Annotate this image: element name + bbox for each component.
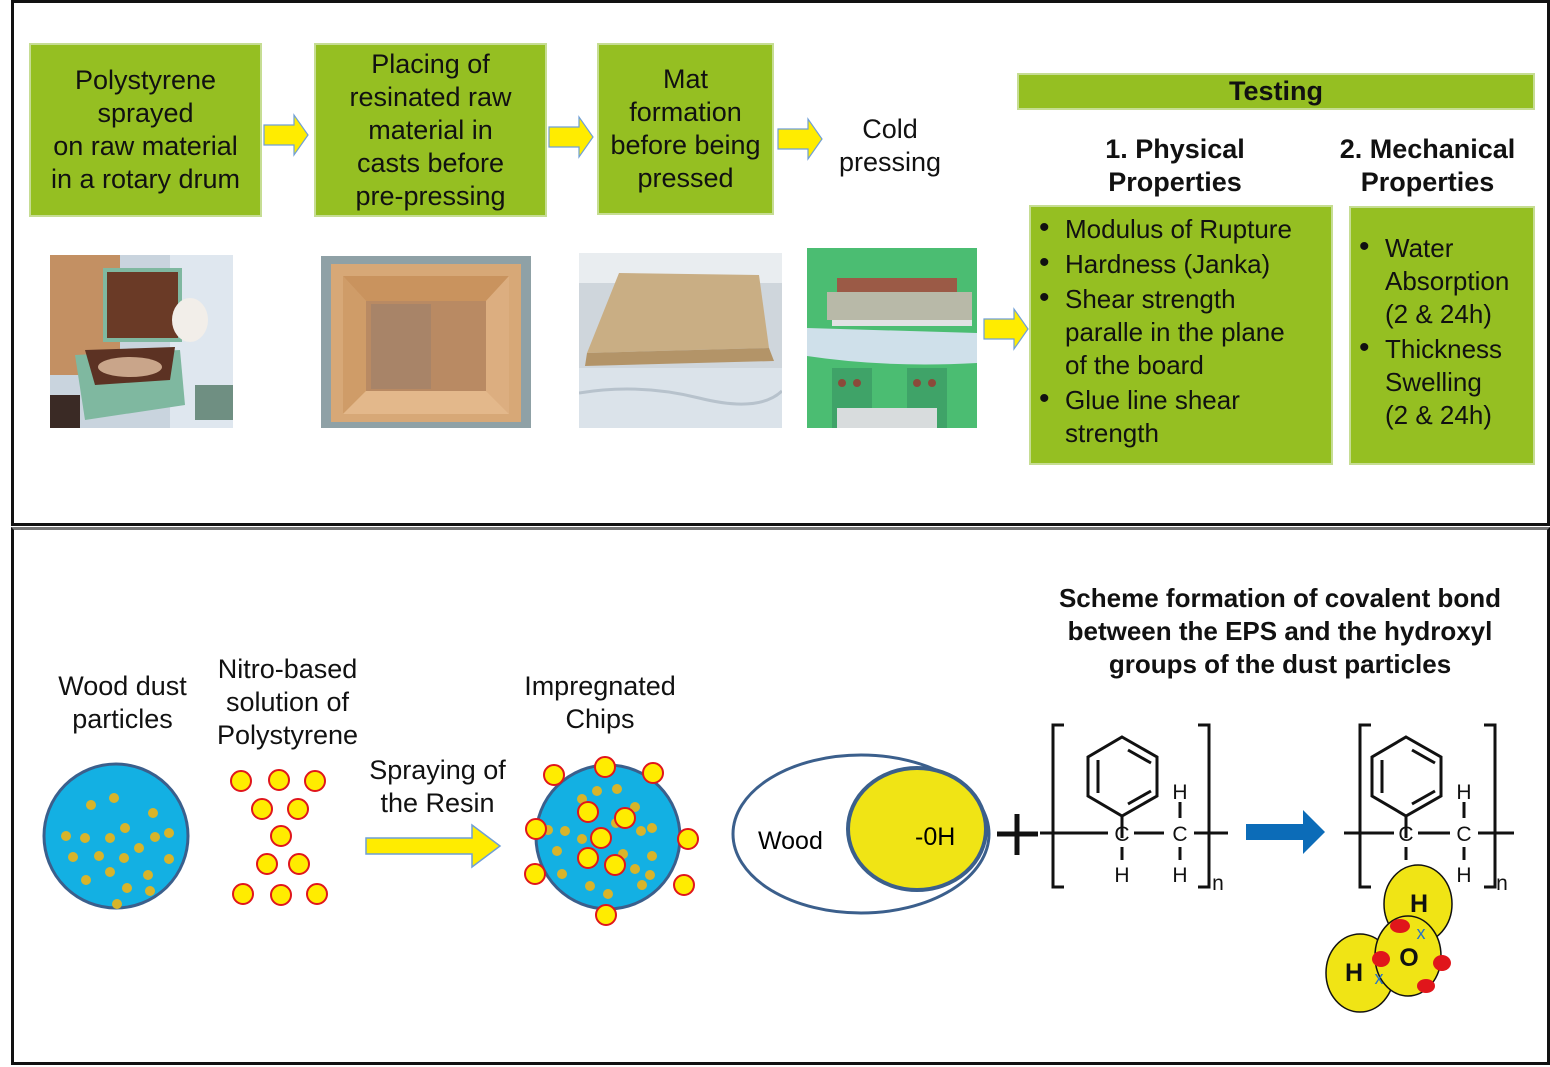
mechanical-properties-box: Water Absorption (2 & 24h) Thickness Swe… [1349,206,1535,465]
product-repeat-unit [1344,723,1514,889]
water-molecule [1325,864,1453,1013]
water-hydrogen-1: H [1410,890,1428,918]
polystyrene-droplets [230,769,328,906]
mechanical-item: Thickness Swelling (2 & 24h) [1351,331,1533,432]
water-hydrogen-2: H [1345,959,1363,987]
hydroxyl-label: -0H [915,823,955,851]
reaction-scheme-title: Scheme formation of covalent bond betwee… [1058,583,1502,679]
step-box-spraying: Polystyrene sprayed on raw material in a… [29,43,262,217]
product-hydrogen-bottom: H [1456,864,1471,887]
carbon-1: C [1114,823,1129,846]
spraying-arrow [365,823,502,869]
step-label-placing: Placing of resinated raw material in cas… [349,48,512,211]
flow-arrow-3 [777,117,823,161]
step-box-placing: Placing of resinated raw material in cas… [314,43,547,217]
testing-header: Testing [1017,73,1535,110]
product-hydrogen-top: H [1456,781,1471,804]
impregnated-chips-label: Impregnated Chips [524,671,676,734]
photo-wooden-cast [321,256,531,428]
testing-title: Testing [1229,76,1323,106]
step-label-spraying: Polystyrene sprayed on raw material in a… [50,65,241,194]
mechanical-properties-heading: 2. Mechanical Properties [1339,134,1516,197]
step-label-cold-pressing: Cold pressing [838,114,942,177]
flow-arrow-1 [263,113,309,157]
product-carbon-2: C [1456,823,1471,846]
repeat-subscript: n [1212,872,1224,895]
hydrogen-bottom-1: H [1114,864,1129,887]
flow-arrow-to-testing [983,307,1029,351]
bond-marker-1: x [1417,923,1426,943]
flow-arrow-2 [548,115,594,159]
reaction-arrow [1246,810,1325,854]
photo-rotary-drum-mixer [50,255,233,428]
dust-specks [61,793,174,909]
wood-dust-label: Wood dust particles [58,671,187,734]
hydrogen-bottom-2: H [1172,864,1187,887]
photo-cold-press [807,248,977,428]
physical-item: Shear strength paralle in the plane of t… [1031,281,1331,382]
physical-item: Glue line shear strength [1031,382,1331,450]
physical-item: Modulus of Rupture [1031,211,1331,246]
impregnated-chip [524,756,699,926]
product-carbon-1: C [1398,823,1413,846]
hydroxyl-ellipse [846,766,988,892]
physical-item: Hardness (Janka) [1031,246,1331,281]
carbon-2: C [1172,823,1187,846]
water-oxygen: O [1399,944,1418,972]
plus-sign [997,814,1038,855]
mechanical-item: Water Absorption (2 & 24h) [1351,230,1533,331]
step-box-mat-formation: Mat formation before being pressed [597,43,774,215]
product-repeat-subscript: n [1496,872,1508,895]
spraying-label: Spraying of the Resin [369,755,506,818]
step-label-mat-formation: Mat formation before being pressed [610,64,761,193]
impregnation-diagram [42,756,699,926]
photo-formed-mat [579,253,782,428]
wood-label: Wood [758,827,823,855]
physical-properties-heading: 1. Physical Properties [1105,134,1245,197]
bond-marker-2: x [1375,968,1384,988]
reaction-scheme-diagram: Wood -0H C C H H H n [731,723,1514,1013]
physical-properties-box: Modulus of Rupture Hardness (Janka) Shea… [1029,205,1333,465]
polystyrene-repeat-unit [1040,723,1228,889]
polystyrene-solution-label: Nitro-based solution of Polystyrene [216,654,359,750]
hydrogen-top: H [1172,781,1187,804]
wood-dust-particle [42,762,190,910]
